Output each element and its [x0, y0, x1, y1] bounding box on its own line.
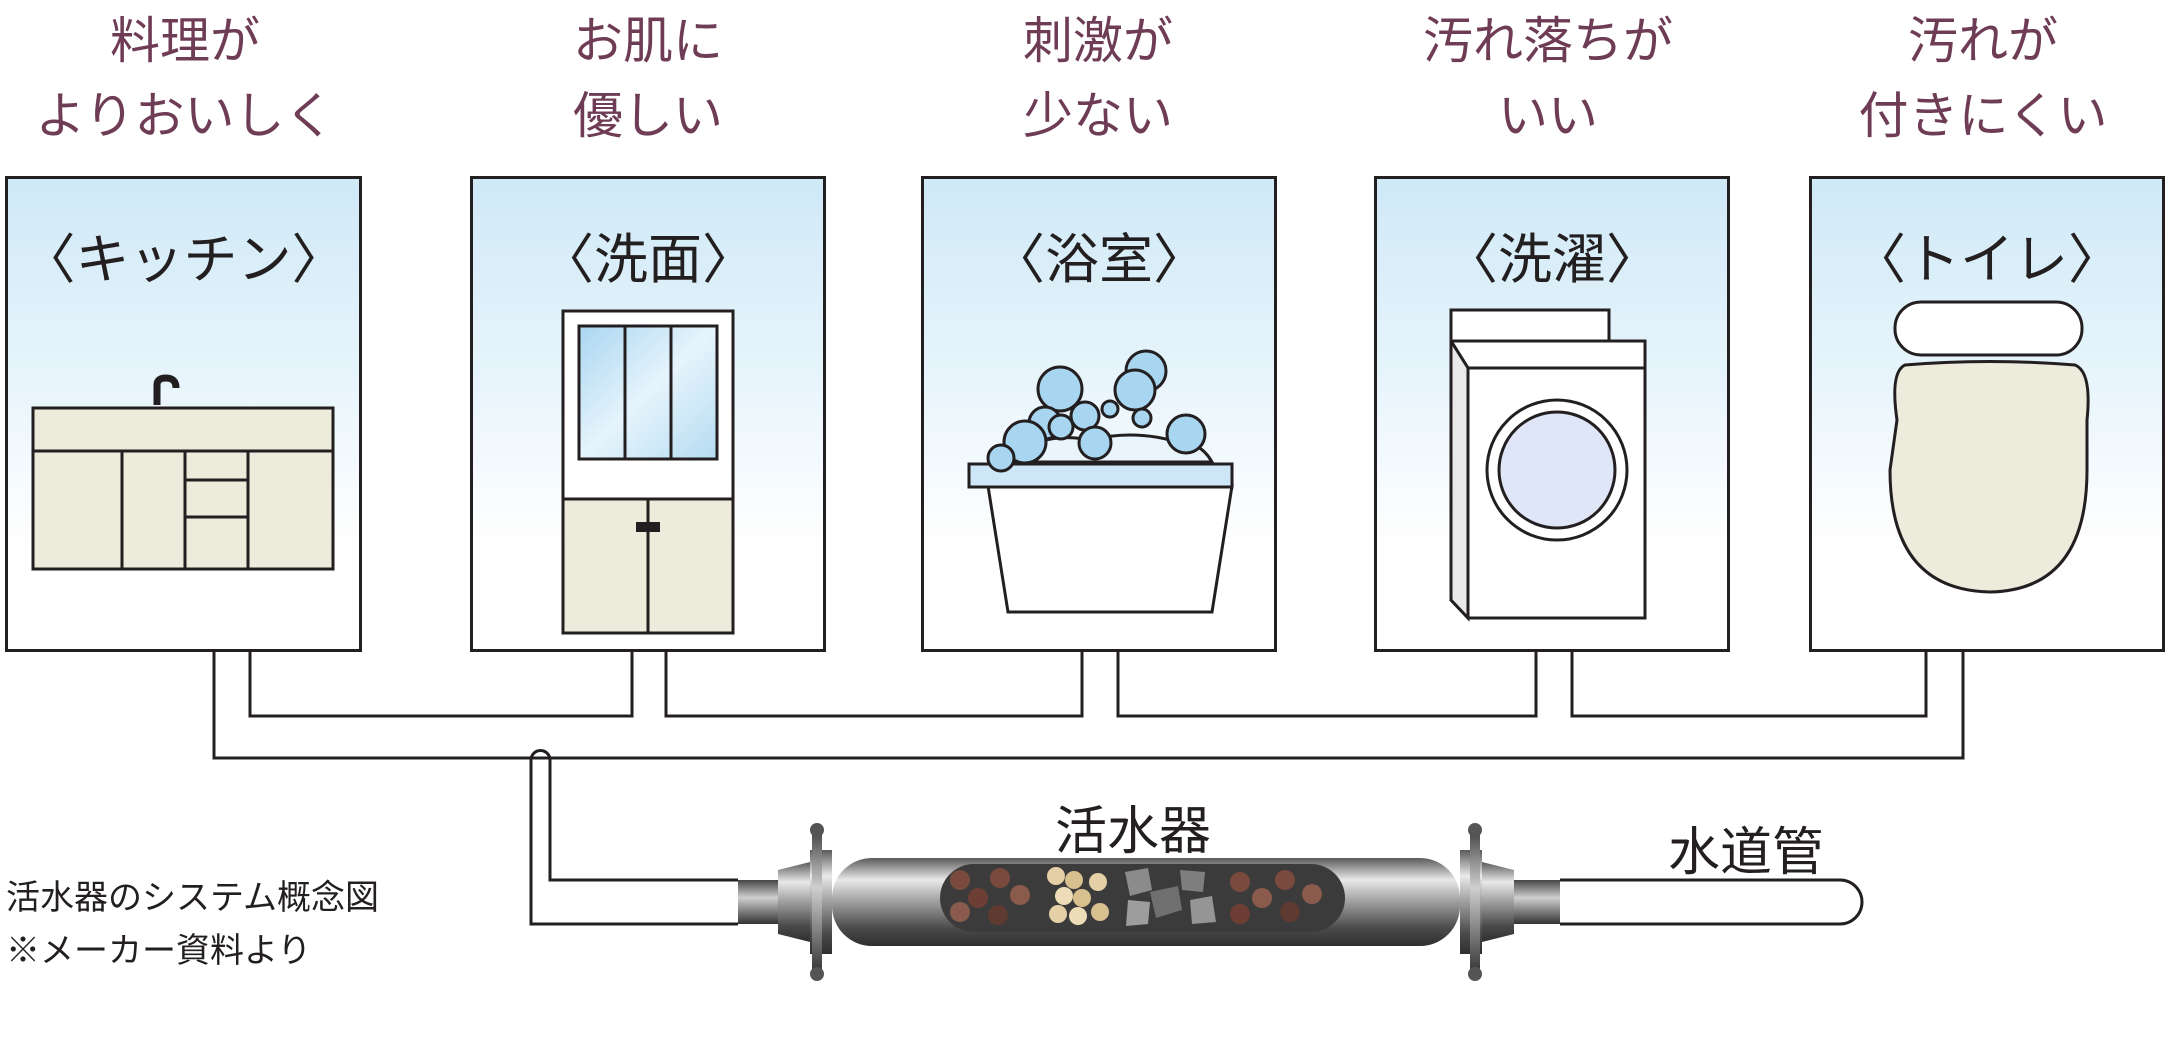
- room-label-toilet: 〈トイレ〉: [1852, 228, 2122, 291]
- benefit-laundry: 汚れ落ちが いい: [1368, 4, 1728, 154]
- device-label: 活水器: [1055, 802, 1212, 862]
- benefit-kitchen: 料理が よりおいしく: [5, 4, 365, 154]
- washing-machine-icon: [1449, 308, 1647, 622]
- benefit-kitchen-line2: よりおいしく: [35, 87, 335, 145]
- benefit-washroom: お肌に 優しい: [468, 4, 828, 154]
- benefit-kitchen-line1: 料理が: [110, 12, 260, 70]
- benefit-toilet-line1: 汚れが: [1908, 12, 2058, 70]
- kitchen-sink-icon: [31, 374, 335, 571]
- room-label-kitchen: 〈キッチン〉: [21, 228, 346, 291]
- benefit-laundry-line2: いい: [1498, 87, 1598, 145]
- supply-pipes: [212, 652, 1965, 926]
- toilet-icon: [1888, 300, 2090, 594]
- room-label-washroom: 〈洗面〉: [540, 228, 756, 291]
- benefit-bathroom-line1: 刺激が: [1023, 12, 1173, 70]
- caption-source: ※メーカー資料より: [6, 931, 312, 971]
- water-activator-device: [738, 823, 1560, 981]
- bathtub-icon: [967, 349, 1234, 614]
- benefit-washroom-line1: お肌に: [573, 12, 723, 70]
- room-label-bathroom: 〈浴室〉: [991, 228, 1207, 291]
- benefit-toilet-line2: 付きにくい: [1858, 87, 2108, 145]
- room-label-laundry: 〈洗濯〉: [1444, 228, 1660, 291]
- water-main-label: 水道管: [1668, 823, 1825, 883]
- caption-title: 活水器のシステム概念図: [6, 878, 379, 918]
- benefit-washroom-line2: 優しい: [573, 87, 723, 145]
- benefit-laundry-line1: 汚れ落ちが: [1423, 12, 1673, 70]
- benefit-bathroom-line2: 少ない: [1023, 87, 1173, 145]
- benefit-toilet: 汚れが 付きにくい: [1803, 4, 2163, 154]
- vanity-icon: [561, 309, 735, 635]
- benefit-bathroom: 刺激が 少ない: [918, 4, 1278, 154]
- ceramic-media: [950, 867, 1322, 926]
